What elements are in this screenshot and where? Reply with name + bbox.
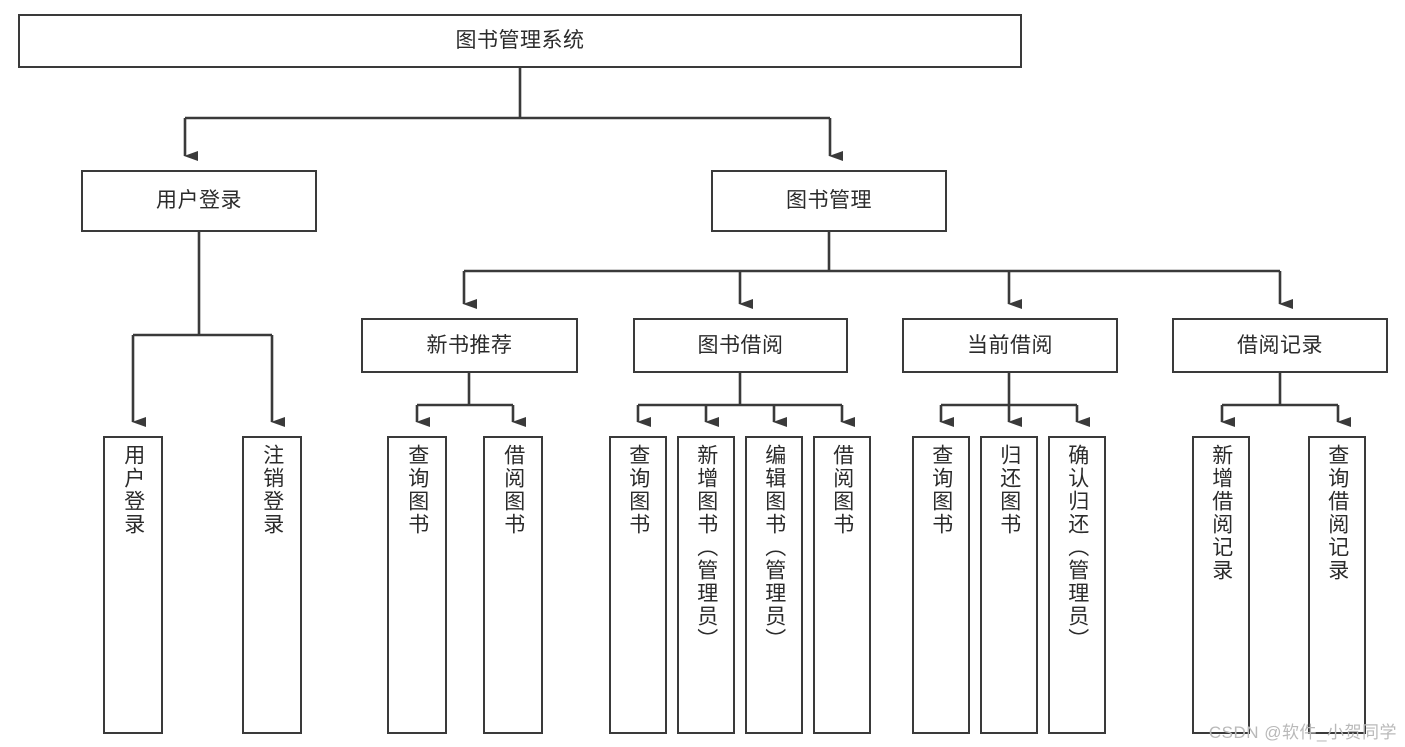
node-label: 归还图书	[997, 444, 1021, 536]
node-user-login[interactable]: 用户登录	[81, 170, 317, 232]
csdn-watermark: CSDN @软件_小贺同学	[1208, 723, 1397, 742]
node-new-book-recommend[interactable]: 新书推荐	[361, 318, 578, 373]
leaf-edit-book-admin[interactable]: 编辑图书（管理员）	[745, 436, 803, 734]
node-label: 注销登录	[260, 444, 284, 536]
node-label: 借阅图书	[501, 444, 525, 536]
node-label: 图书借阅	[697, 333, 784, 357]
node-label: 图书管理	[786, 189, 872, 213]
leaf-logout[interactable]: 注销登录	[242, 436, 302, 734]
node-label: 当前借阅	[967, 333, 1053, 357]
node-label: 借阅图书	[830, 444, 854, 536]
node-label: 新书推荐	[426, 333, 513, 357]
leaf-return-book[interactable]: 归还图书	[980, 436, 1038, 734]
node-label: 用户登录	[156, 189, 242, 213]
node-label: 编辑图书（管理员）	[762, 444, 786, 651]
node-borrow-records[interactable]: 借阅记录	[1172, 318, 1388, 373]
node-current-borrow[interactable]: 当前借阅	[902, 318, 1118, 373]
node-label: 查询借阅记录	[1325, 444, 1349, 582]
node-label: 用户登录	[121, 444, 145, 536]
leaf-user-login[interactable]: 用户登录	[103, 436, 163, 734]
node-label: 查询图书	[626, 444, 650, 536]
leaf-query-borrow-record[interactable]: 查询借阅记录	[1308, 436, 1366, 734]
leaf-borrow-book-recommend[interactable]: 借阅图书	[483, 436, 543, 734]
leaf-add-book-admin[interactable]: 新增图书（管理员）	[677, 436, 735, 734]
node-root-system[interactable]: 图书管理系统	[18, 14, 1022, 68]
leaf-query-book[interactable]: 查询图书	[609, 436, 667, 734]
node-label: 查询图书	[929, 444, 953, 536]
node-label: 新增图书（管理员）	[694, 444, 718, 651]
node-label: 查询图书	[405, 444, 429, 536]
node-label: 新增借阅记录	[1209, 444, 1233, 582]
leaf-add-borrow-record[interactable]: 新增借阅记录	[1192, 436, 1250, 734]
node-book-management[interactable]: 图书管理	[711, 170, 947, 232]
node-book-borrow[interactable]: 图书借阅	[633, 318, 848, 373]
node-label: 确认归还（管理员）	[1065, 444, 1089, 651]
leaf-query-book-recommend[interactable]: 查询图书	[387, 436, 447, 734]
node-label: 借阅记录	[1237, 333, 1323, 357]
leaf-borrow-book[interactable]: 借阅图书	[813, 436, 871, 734]
leaf-confirm-return-admin[interactable]: 确认归还（管理员）	[1048, 436, 1106, 734]
leaf-query-book-current[interactable]: 查询图书	[912, 436, 970, 734]
node-label: 图书管理系统	[455, 29, 585, 53]
